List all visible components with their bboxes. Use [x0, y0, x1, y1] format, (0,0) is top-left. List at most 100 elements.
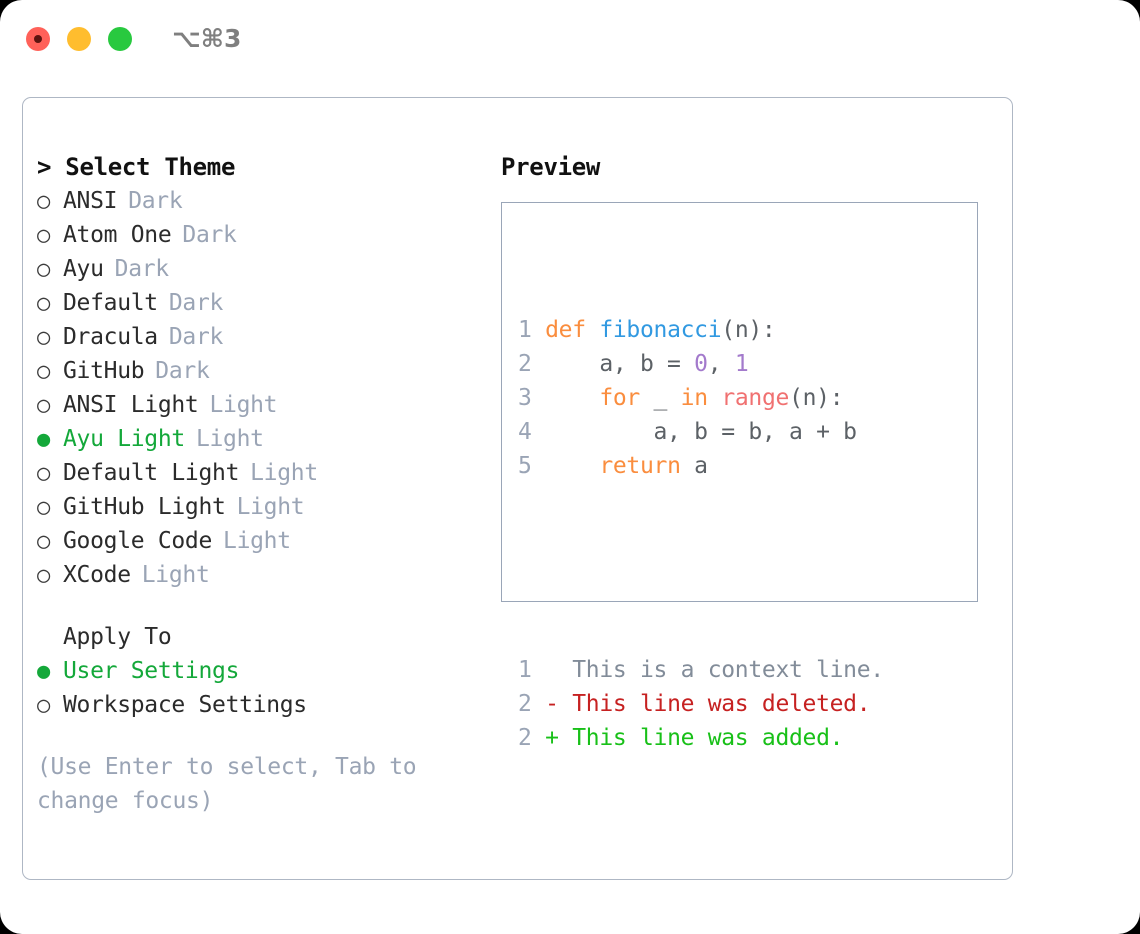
- theme-variant-tag: Dark: [114, 256, 170, 282]
- radio-unselected-icon[interactable]: ○: [37, 359, 50, 384]
- line-number: 2: [518, 691, 532, 717]
- code-token: in: [680, 385, 708, 411]
- radio-unselected-icon[interactable]: ○: [37, 291, 50, 316]
- diff-line: 2 + This line was added.: [518, 721, 884, 755]
- code-token: ,: [707, 351, 735, 377]
- radio-unselected-icon[interactable]: ○: [37, 325, 50, 350]
- radio-unselected-icon[interactable]: ○: [37, 529, 50, 554]
- radio-unselected-icon[interactable]: ○: [37, 257, 50, 282]
- theme-name: ANSI: [63, 188, 118, 214]
- theme-variant-tag: Light: [195, 426, 264, 452]
- theme-list-item[interactable]: ○ Ayu Dark: [37, 252, 487, 286]
- diff-text: This line was deleted.: [572, 691, 871, 717]
- theme-name: Atom One: [63, 222, 172, 248]
- line-number: 4: [518, 419, 532, 445]
- theme-list-item[interactable]: ○ GitHub Dark: [37, 354, 487, 388]
- apply-to-heading: Apply To: [63, 624, 172, 650]
- radio-unselected-icon[interactable]: ○: [37, 461, 50, 486]
- theme-variant-tag: Dark: [182, 222, 237, 248]
- diff-text: This is a context line.: [572, 657, 884, 683]
- preview-column: Preview 1 def fibonacci(n):2 a, b = 0, 1…: [501, 150, 1001, 751]
- theme-variant-tag: Light: [250, 460, 318, 486]
- code-token: a, b = b, a + b: [545, 419, 858, 445]
- theme-name: Google Code: [63, 528, 213, 554]
- preview-heading: Preview: [501, 153, 601, 181]
- theme-name: Ayu: [63, 256, 104, 282]
- radio-unselected-icon[interactable]: ○: [37, 189, 50, 214]
- radio-unselected-icon[interactable]: ○: [37, 393, 50, 418]
- code-line: 3 for _ in range(n):: [518, 381, 884, 415]
- radio-selected-icon[interactable]: ●: [37, 659, 50, 684]
- radio-unselected-icon[interactable]: ○: [37, 563, 50, 588]
- line-number: 2: [518, 725, 532, 751]
- theme-variant-tag: Dark: [155, 358, 210, 384]
- code-token: (n):: [721, 317, 776, 343]
- code-line: 5 return a: [518, 449, 884, 483]
- code-token: [708, 385, 722, 411]
- theme-variant-tag: Light: [223, 528, 291, 554]
- line-number: 1: [518, 657, 532, 683]
- theme-name: XCode: [63, 562, 131, 588]
- code-diff-separator: [518, 551, 884, 585]
- theme-name: Default: [63, 290, 158, 316]
- close-window-icon[interactable]: [26, 27, 50, 51]
- code-token: [545, 453, 599, 479]
- theme-list-item[interactable]: ○ ANSI Light Light: [37, 388, 487, 422]
- apply-to-heading-row: ○ Apply To: [37, 620, 487, 654]
- theme-list-item[interactable]: ○ Atom One Dark: [37, 218, 487, 252]
- code-token: range: [721, 385, 790, 411]
- code-token: a, b =: [545, 351, 695, 377]
- theme-list-item[interactable]: ○ GitHub Light Light: [37, 490, 487, 524]
- keyboard-shortcut-label: ⌥⌘3: [172, 23, 242, 53]
- line-number: 3: [518, 385, 532, 411]
- apply-to-item[interactable]: ○ Workspace Settings: [37, 688, 487, 722]
- code-token: fibonacci: [599, 317, 722, 343]
- theme-list-item[interactable]: ● Ayu Light Light: [37, 422, 487, 456]
- apply-to-label: Workspace Settings: [63, 692, 307, 718]
- code-line: 1 def fibonacci(n):: [518, 313, 884, 347]
- theme-name: ANSI Light: [63, 392, 199, 418]
- code-token: a: [680, 453, 708, 479]
- theme-name: GitHub Light: [63, 494, 226, 520]
- window-controls: [26, 27, 132, 51]
- minimize-window-icon[interactable]: [67, 27, 91, 51]
- code-token: return: [599, 453, 681, 479]
- code-line: 2 a, b = 0, 1: [518, 347, 884, 381]
- apply-to-item[interactable]: ● User Settings: [37, 654, 487, 688]
- radio-unselected-icon[interactable]: ○: [37, 223, 50, 248]
- diff-text: This line was added.: [572, 725, 844, 751]
- spacer-icon: ○: [37, 621, 63, 655]
- help-text: (Use Enter to select, Tab to change focu…: [37, 754, 417, 814]
- apply-to-list[interactable]: ● User Settings ○ Workspace Settings: [37, 654, 487, 722]
- apply-to-label: User Settings: [63, 658, 240, 684]
- select-theme-heading: > Select Theme: [37, 153, 236, 181]
- code-token: _: [639, 385, 681, 411]
- code-token: [545, 385, 599, 411]
- title-bar: ⌥⌘3: [0, 0, 1140, 78]
- line-number: 2: [518, 351, 532, 377]
- code-token: 1: [734, 351, 749, 377]
- theme-name: GitHub: [63, 358, 145, 384]
- diff-line: 1 This is a context line.: [518, 653, 884, 687]
- radio-selected-icon[interactable]: ●: [37, 427, 50, 452]
- maximize-window-icon[interactable]: [108, 27, 132, 51]
- theme-name: Ayu Light: [63, 426, 185, 452]
- radio-unselected-icon[interactable]: ○: [37, 495, 50, 520]
- theme-list-item[interactable]: ○ Google Code Light: [37, 524, 487, 558]
- diff-marker: [545, 657, 572, 683]
- code-token: def: [545, 317, 600, 343]
- theme-variant-tag: Light: [236, 494, 305, 520]
- theme-name: Dracula: [63, 324, 158, 350]
- theme-variant-tag: Light: [209, 392, 278, 418]
- radio-unselected-icon[interactable]: ○: [37, 693, 50, 718]
